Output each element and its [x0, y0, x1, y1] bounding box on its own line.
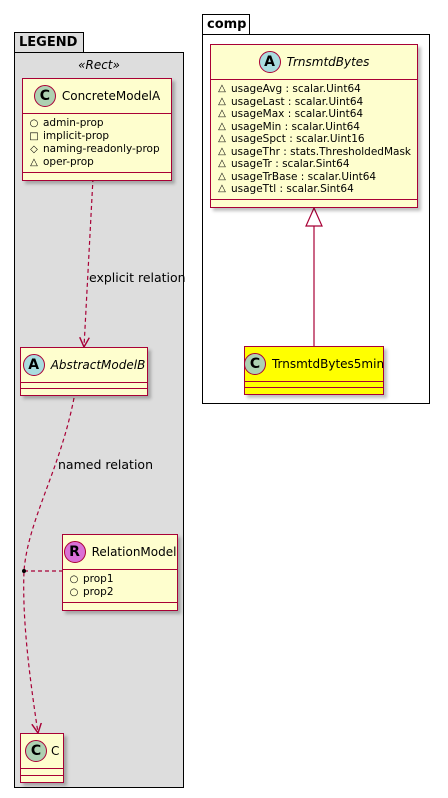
attribute-row: ○ prop2: [69, 586, 171, 599]
attribute-text: prop2: [83, 586, 114, 598]
class-name: TrnsmtdBytes5min: [271, 357, 385, 371]
explicit-relation-label: explicit relation: [89, 270, 186, 285]
attribute-text: usageTr : scalar.Sint64: [231, 158, 350, 170]
attribute-list: ○ prop1 ○ prop2: [63, 570, 177, 602]
class-name: TrnsmtdBytes: [286, 55, 370, 69]
class-c-icon: C: [243, 353, 266, 375]
visibility-icon: △: [218, 83, 226, 94]
attribute-text: naming-readonly-prop: [43, 143, 160, 155]
comp-package-title: comp: [207, 17, 247, 32]
class-r-icon: R: [63, 541, 86, 563]
attribute-row: △ oper-prop: [29, 156, 165, 169]
legend-package-title: LEGEND: [19, 35, 78, 50]
attribute-list: △ usageAvg : scalar.Uint64 △ usageLast :…: [211, 80, 417, 199]
attribute-text: usageThr : stats.ThresholdedMask: [230, 145, 411, 158]
attribute-row: △ usageMin : scalar.Uint64: [217, 121, 411, 134]
named-relation-line: [23, 397, 75, 733]
visibility-icon: ○: [69, 587, 79, 598]
trnsmtd-bytes-class[interactable]: A TrnsmtdBytes △ usageAvg : scalar.Uint6…: [210, 44, 418, 208]
visibility-icon: △: [218, 145, 226, 157]
attribute-text: usageSpct : scalar.Uint16: [231, 133, 365, 145]
class-a-icon: A: [22, 354, 45, 376]
class-a-icon: A: [258, 51, 281, 73]
attribute-text: usageMax : scalar.Uint64: [231, 108, 364, 120]
attribute-text: prop1: [83, 573, 114, 585]
attribute-row: □ implicit-prop: [29, 130, 165, 143]
class-c-icon: C: [33, 85, 56, 107]
attribute-row: △ usageTr : scalar.Sint64: [217, 158, 411, 171]
visibility-icon: △: [218, 95, 226, 107]
class-name: AbstractModelB: [50, 358, 146, 372]
class-c-icon: C: [25, 740, 47, 762]
visibility-icon: △: [218, 183, 226, 194]
visibility-icon: ◇: [30, 144, 38, 155]
attribute-row: ◇ naming-readonly-prop: [29, 143, 165, 156]
trnsmtd-bytes-5min-class[interactable]: C TrnsmtdBytes5min: [243, 346, 385, 395]
attribute-row: △ usageSpct : scalar.Uint16: [217, 133, 411, 146]
visibility-icon: △: [218, 108, 226, 119]
legend-package-tab: LEGEND: [14, 32, 84, 52]
class-name: C: [51, 744, 60, 758]
inheritance-arrowhead: [305, 206, 323, 227]
attribute-row: ○ admin-prop: [29, 117, 165, 130]
attribute-text: oper-prop: [43, 156, 94, 168]
visibility-icon: ○: [29, 118, 39, 129]
attribute-row: △ usageAvg : scalar.Uint64: [217, 83, 411, 96]
attribute-text: usageTrBase : scalar.Uint64: [231, 170, 377, 183]
attribute-row: △ usageTrBase : scalar.Uint64: [217, 171, 411, 184]
abstract-model-b-class[interactable]: A AbstractModelB: [20, 347, 148, 396]
visibility-icon: □: [29, 131, 39, 142]
attribute-row: △ usageThr : stats.ThresholdedMask: [217, 146, 411, 159]
legend-stereotype: «Rect»: [78, 58, 120, 72]
relation-junction-dot: [22, 569, 26, 573]
visibility-icon: △: [30, 157, 38, 168]
attribute-row: △ usageLast : scalar.Uint64: [217, 96, 411, 109]
c-class[interactable]: C C: [20, 733, 64, 783]
visibility-icon: △: [218, 120, 226, 132]
attribute-row: ○ prop1: [69, 573, 171, 586]
relation-model-class[interactable]: R RelationModel ○ prop1 ○ prop2: [62, 534, 178, 611]
comp-package-tab: comp: [202, 14, 250, 34]
attribute-text: usageAvg : scalar.Uint64: [231, 83, 361, 95]
attribute-row: △ usageTtl : scalar.Sint64: [217, 183, 411, 196]
attribute-row: △ usageMax : scalar.Uint64: [217, 108, 411, 121]
visibility-icon: △: [218, 158, 226, 169]
concrete-model-a-class[interactable]: C ConcreteModelA ○ admin-prop □ implicit…: [22, 78, 172, 181]
attribute-text: usageMin : scalar.Uint64: [231, 120, 360, 133]
visibility-icon: △: [218, 170, 226, 182]
attribute-list: ○ admin-prop □ implicit-prop ◇ naming-re…: [23, 114, 171, 172]
class-name: RelationModel: [91, 545, 177, 559]
explicit-relation-line: [84, 177, 94, 347]
visibility-icon: △: [218, 133, 226, 144]
attribute-text: usageTtl : scalar.Sint64: [231, 183, 354, 195]
visibility-icon: ○: [69, 574, 79, 585]
class-name: ConcreteModelA: [61, 89, 161, 103]
attribute-text: admin-prop: [43, 117, 104, 129]
attribute-text: usageLast : scalar.Uint64: [231, 95, 364, 108]
named-relation-label: named relation: [58, 457, 153, 472]
attribute-text: implicit-prop: [43, 130, 110, 142]
